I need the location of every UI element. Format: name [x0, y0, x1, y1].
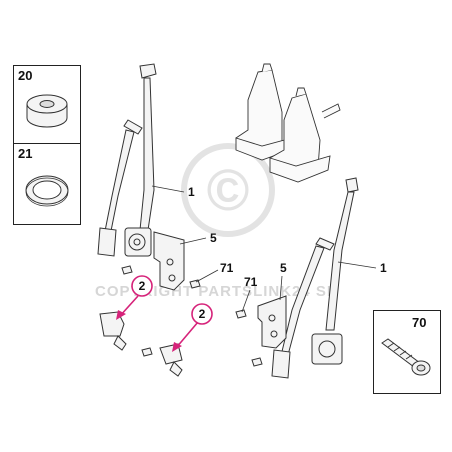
- label-bolt-left: 71: [220, 261, 234, 275]
- legend-box-70: 70: [373, 310, 441, 394]
- label-belt-right: 1: [380, 261, 387, 275]
- label-bracket-left: 5: [210, 231, 217, 245]
- label-bolt-right: 71: [244, 275, 258, 289]
- callout-circle-right: [191, 303, 213, 325]
- washer-ring-icon: [25, 175, 69, 207]
- legend-box-21: 21: [13, 143, 81, 225]
- seat-belt-left: [97, 63, 157, 257]
- callout-circle-left: [131, 275, 153, 297]
- highlight-arrows: [116, 295, 199, 352]
- buckle-right: [159, 343, 183, 377]
- bracket-left: [153, 231, 185, 291]
- label-buckle-left: 2: [139, 279, 146, 293]
- copyright-watermark-symbol: ©: [207, 158, 250, 223]
- bolt-parts: [121, 265, 263, 367]
- bracket-right: [257, 295, 287, 349]
- label-buckle-right: 2: [199, 307, 206, 321]
- grommet-icon: [26, 94, 68, 128]
- seat-belt-right: [271, 177, 359, 379]
- label-belt-left: 1: [188, 185, 195, 199]
- legend-label-21: 21: [18, 146, 33, 161]
- legend-label-70: 70: [412, 315, 427, 330]
- copyright-watermark-text: COPYRIGHT PARTSLINK24 SP: [95, 283, 338, 300]
- label-bracket-right: 5: [280, 261, 287, 275]
- push-clip-icon: [381, 338, 431, 376]
- legend-box-20: 20: [13, 65, 81, 145]
- seats-illustration: [235, 63, 341, 183]
- buckle-left: [99, 311, 127, 351]
- copyright-watermark-ring: [181, 143, 275, 237]
- leader-lines: [151, 185, 377, 313]
- legend-label-20: 20: [18, 68, 33, 83]
